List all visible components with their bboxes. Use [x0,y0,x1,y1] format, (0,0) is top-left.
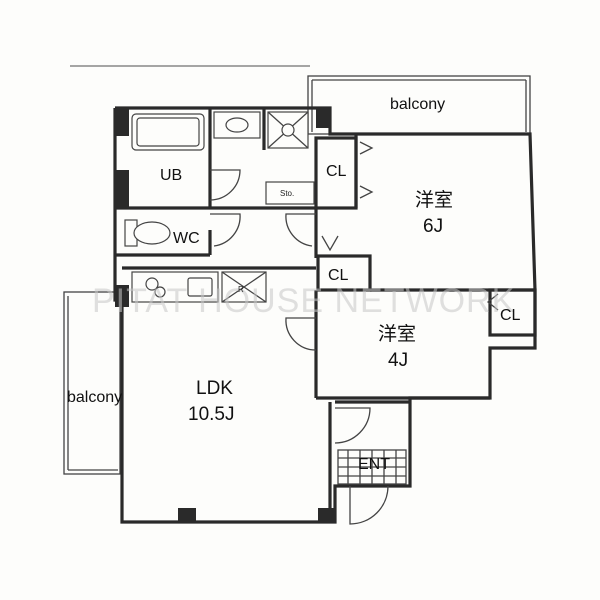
label-r: R [238,285,244,294]
bathtub [131,113,205,151]
label-ent: ENT [358,456,390,473]
storage [265,181,315,205]
balcony-left [63,291,121,475]
label-sto: Sto. [280,189,294,198]
toilet [124,219,171,247]
label-yoshitsu-6-name: 洋室 [415,189,453,211]
label-ub: UB [160,167,182,184]
interior-walls [115,108,537,522]
label-cl-c: CL [500,307,521,324]
label-yoshitsu-4-size: 4J [388,350,408,371]
label-yoshitsu-4-name: 洋室 [378,323,416,345]
doors [209,141,499,525]
watermark: PITAT HOUSE NETWORK [92,282,515,320]
label-ldk-name: LDK [196,378,233,399]
label-ldk-size: 10.5J [188,404,234,425]
label-cl-a: CL [326,163,347,180]
label-wc: WC [173,230,200,247]
washroom-fixtures [213,111,309,149]
pillars [115,108,334,522]
label-balcony-left: balcony [67,389,122,406]
label-balcony-top: balcony [390,96,445,113]
label-cl-b: CL [328,267,349,284]
kitchen-fixtures [131,271,267,303]
entrance-tiles [337,449,407,485]
label-yoshitsu-6-size: 6J [423,216,443,237]
